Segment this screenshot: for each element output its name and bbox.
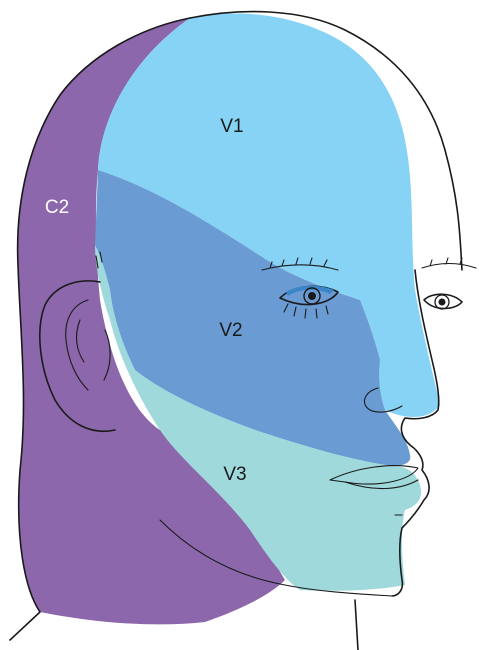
label-c2: C2 xyxy=(45,197,69,218)
pupil-icon xyxy=(308,292,316,300)
label-v2: V2 xyxy=(219,320,242,341)
eyebrow-far xyxy=(422,258,476,268)
neck-line xyxy=(355,600,358,650)
label-v1: V1 xyxy=(220,116,243,137)
label-v3: V3 xyxy=(223,464,246,485)
far-pupil-icon xyxy=(439,299,446,306)
